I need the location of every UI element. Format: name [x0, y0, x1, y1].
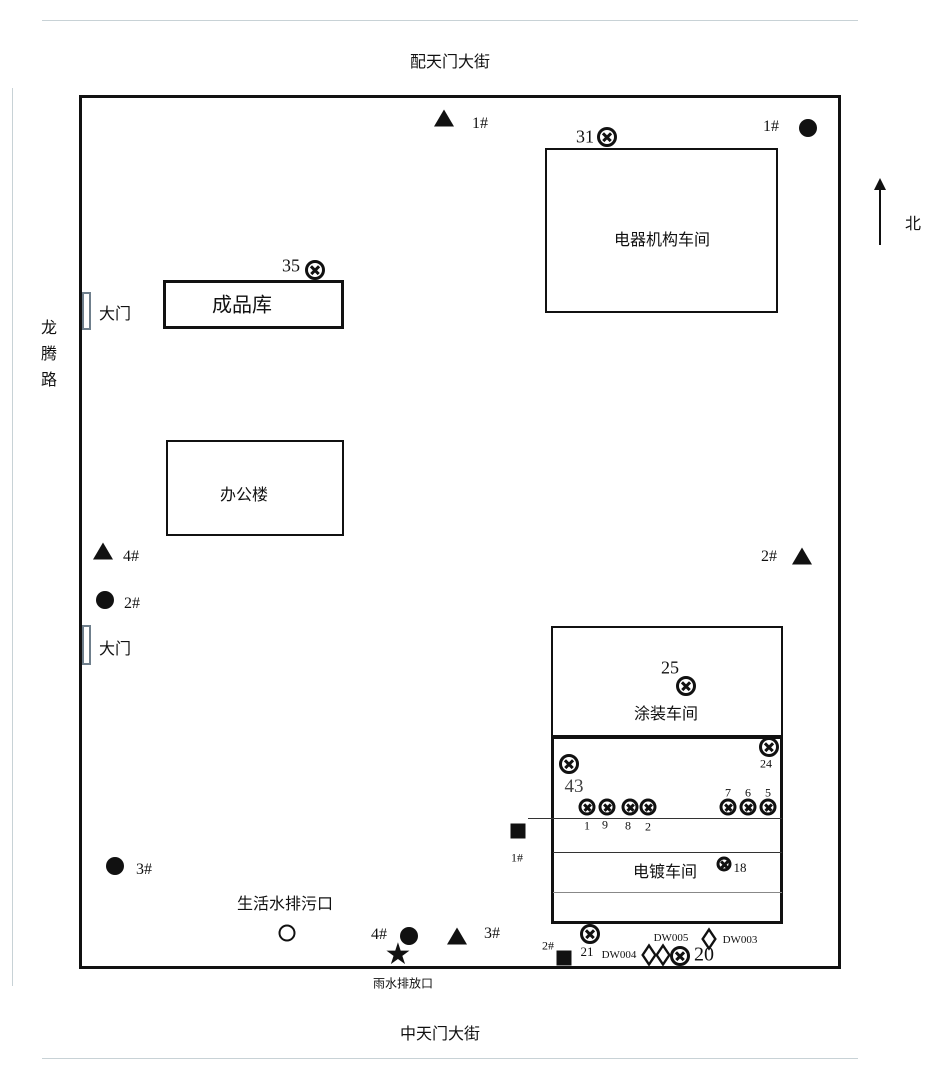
circle-x-marker-icon [759, 798, 777, 816]
ring-marker-icon [278, 924, 296, 942]
circle-x-marker-icon [597, 127, 617, 147]
sample-point-label: 7 [725, 785, 731, 800]
building-finished-goods [163, 280, 344, 329]
air-point-label: 4# [371, 926, 387, 943]
sample-point-label: 5 [765, 785, 771, 800]
bottom-divider [42, 1058, 858, 1059]
triangle-marker-icon [434, 109, 454, 127]
wastewater-point-label: DW004 [601, 949, 637, 961]
sample-point-label: 31 [576, 126, 594, 147]
road-west: 龙腾路 [40, 318, 57, 389]
sample-point-label: 35 [282, 255, 300, 276]
triangle-marker-icon [447, 927, 467, 945]
road-south: 中天门大街 [399, 1024, 481, 1043]
building-office [166, 440, 344, 536]
site-boundary [79, 95, 841, 969]
north-arrow-icon [879, 188, 881, 245]
triangle-marker-icon [93, 542, 113, 560]
plating-line [528, 818, 782, 819]
dot-marker-icon [400, 927, 418, 945]
gate-label: 大门 [98, 639, 132, 658]
circle-x-marker-icon [670, 946, 690, 966]
air-point-label: 3# [136, 861, 152, 878]
circle-x-marker-icon [305, 260, 325, 280]
west-road-line [12, 88, 13, 986]
building-painting-workshop-label: 涂装车间 [633, 704, 699, 723]
north-arrowhead-icon [874, 178, 886, 190]
noise-point-label: 4# [123, 548, 139, 565]
building-electrical-workshop-label: 电器机构车间 [613, 230, 711, 249]
sample-point-label: 1 [584, 818, 590, 833]
sample-point-label: 9 [602, 817, 608, 832]
top-divider [42, 20, 858, 21]
road-north: 配天门大街 [409, 52, 491, 71]
building-plating-workshop-label: 电镀车间 [632, 862, 698, 881]
sample-point-label: 21 [580, 944, 594, 959]
circle-x-marker-icon [639, 798, 657, 816]
domestic-sewage-label: 生活水排污口 [236, 894, 334, 913]
building-office-label: 办公楼 [219, 485, 269, 504]
circle-x-marker-icon [739, 798, 757, 816]
building-finished-goods-label: 成品库 [212, 292, 272, 317]
noise-point-label: 2# [761, 548, 777, 565]
groundwater-point-label: 2# [542, 938, 554, 953]
wastewater-point-label: DW005 [653, 932, 689, 944]
building-electrical-workshop [545, 148, 778, 313]
gate-label: 大门 [98, 304, 132, 323]
circle-x-marker-icon [716, 856, 732, 872]
rainwater-outfall-label: 雨水排放口 [372, 976, 434, 991]
dot-marker-icon [96, 591, 114, 609]
circle-x-marker-icon [578, 798, 596, 816]
square-marker-icon [510, 823, 526, 839]
sample-point-label: 6 [745, 785, 751, 800]
building-plating-workshop [551, 736, 783, 924]
noise-point-label: 3# [484, 925, 500, 942]
circle-x-marker-icon [759, 737, 779, 757]
noise-point-label: 1# [472, 115, 488, 132]
circle-x-marker-icon [621, 798, 639, 816]
plating-line [553, 892, 782, 893]
circle-x-marker-icon [676, 676, 696, 696]
air-point-label: 1# [763, 118, 779, 135]
gate-icon [82, 292, 91, 330]
groundwater-point-label: 1# [511, 850, 523, 865]
sample-point-label: 24 [760, 756, 772, 771]
triangle-marker-icon [792, 547, 812, 565]
sample-point-label: 43 [564, 776, 584, 797]
sample-point-label: 18 [733, 860, 747, 875]
circle-x-marker-icon [598, 798, 616, 816]
gate-icon [82, 625, 91, 665]
circle-x-marker-icon [580, 924, 600, 944]
circle-x-marker-icon [719, 798, 737, 816]
star-marker-icon: ★ [384, 937, 412, 972]
north-label: 北 [904, 214, 922, 233]
sample-point-label: 25 [661, 657, 679, 678]
circle-x-marker-icon [559, 754, 579, 774]
wastewater-point-label: DW003 [722, 934, 758, 946]
square-marker-icon [556, 950, 572, 966]
dot-marker-icon [799, 119, 817, 137]
sample-point-label: 2 [645, 819, 651, 834]
air-point-label: 2# [124, 595, 140, 612]
dot-marker-icon [106, 857, 124, 875]
plating-line [553, 852, 782, 853]
sample-point-label: 20 [694, 943, 714, 966]
sample-point-label: 8 [625, 818, 631, 833]
